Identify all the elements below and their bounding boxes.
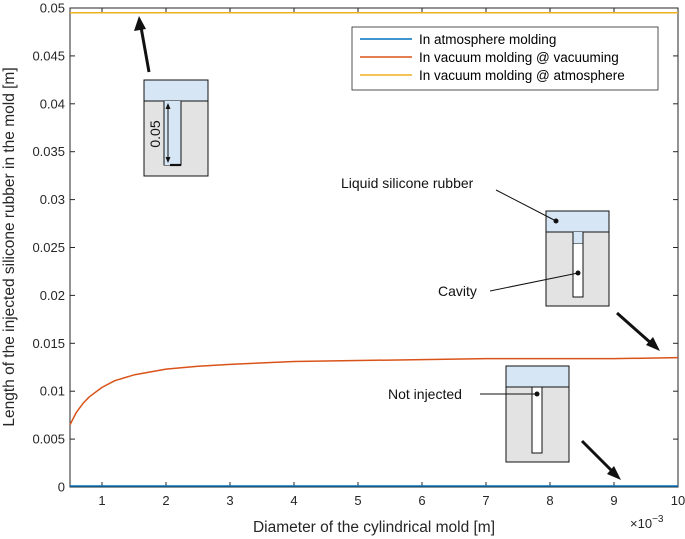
x-tick-label: 9 [610, 493, 617, 508]
legend-label-2: In vacuum molding @ atmosphere [419, 68, 625, 83]
x-tick-label: 4 [290, 493, 297, 508]
arrow-head-down [607, 466, 621, 480]
arrow-to-vacuuming-line [616, 311, 653, 346]
empty-cavity [532, 387, 542, 453]
legend: In atmosphere molding In vacuum molding … [351, 26, 659, 91]
y-tick-label: 0.025 [32, 240, 65, 255]
cavity-leader [489, 272, 579, 292]
liquid-leader [495, 189, 557, 222]
series-line-1 [69, 356, 679, 426]
axis-ticks: 1 2 3 4 5 6 7 8 9 10 0 0.005 0.01 0.015 0.02 0.025 0.03 0… [32, 1, 685, 509]
x-tick-label: 10 [671, 493, 685, 508]
y-tick-label: 0.04 [40, 96, 65, 111]
mold-top-liquid [143, 79, 209, 102]
x-tick-label: 8 [546, 493, 553, 508]
y-tick-label: 0.01 [40, 384, 65, 399]
y-tick-label: 0.02 [40, 288, 65, 303]
liquid-silicone-label: Liquid silicone rubber [341, 175, 474, 191]
y-tick-label: 0.045 [32, 48, 65, 63]
x-exponent-label: ×10−3 [630, 514, 664, 531]
filled-channel [164, 101, 181, 165]
arrow-head-up [134, 16, 146, 31]
arrow-head-down [646, 337, 660, 351]
legend-label-1: In vacuum molding @ vacuuming [419, 50, 619, 65]
y-tick-label: 0.03 [40, 192, 65, 207]
legend-box [351, 26, 659, 91]
x-tick-label: 6 [418, 493, 425, 508]
inset-partial-injection: Liquid silicone rubber Cavity [341, 175, 660, 351]
y-tick-label: 0.035 [32, 144, 65, 159]
series-lines [69, 12, 679, 487]
y-tick-label: 0 [58, 480, 65, 495]
y-tick-label: 0.005 [32, 432, 65, 447]
x-tick-label: 3 [226, 493, 233, 508]
y-tick-label: 0.015 [32, 336, 65, 351]
filled-portion [573, 232, 583, 244]
y-axis-label: Length of the injected silicone rubber i… [1, 67, 18, 426]
y-tick-label: 0.05 [40, 1, 65, 16]
cavity-label: Cavity [438, 283, 477, 299]
x-tick-label: 1 [98, 493, 105, 508]
dimension-label: 0.05 [147, 120, 163, 147]
arrow-to-atmosphere-molding-line [580, 439, 615, 474]
x-axis-label: Diameter of the cylindrical mold [m] [253, 519, 495, 536]
mold-top-liquid [505, 365, 570, 388]
x-tick-label: 2 [162, 493, 169, 508]
inset-not-injected: Not injected [388, 365, 621, 480]
legend-label-0: In atmosphere molding [419, 32, 556, 47]
inset-full-injection: 0.05 [134, 16, 209, 177]
x-tick-label: 7 [482, 493, 489, 508]
x-tick-label: 5 [354, 493, 361, 508]
arrow-to-atmosphere-line [139, 26, 151, 73]
not-injected-label: Not injected [388, 386, 462, 402]
